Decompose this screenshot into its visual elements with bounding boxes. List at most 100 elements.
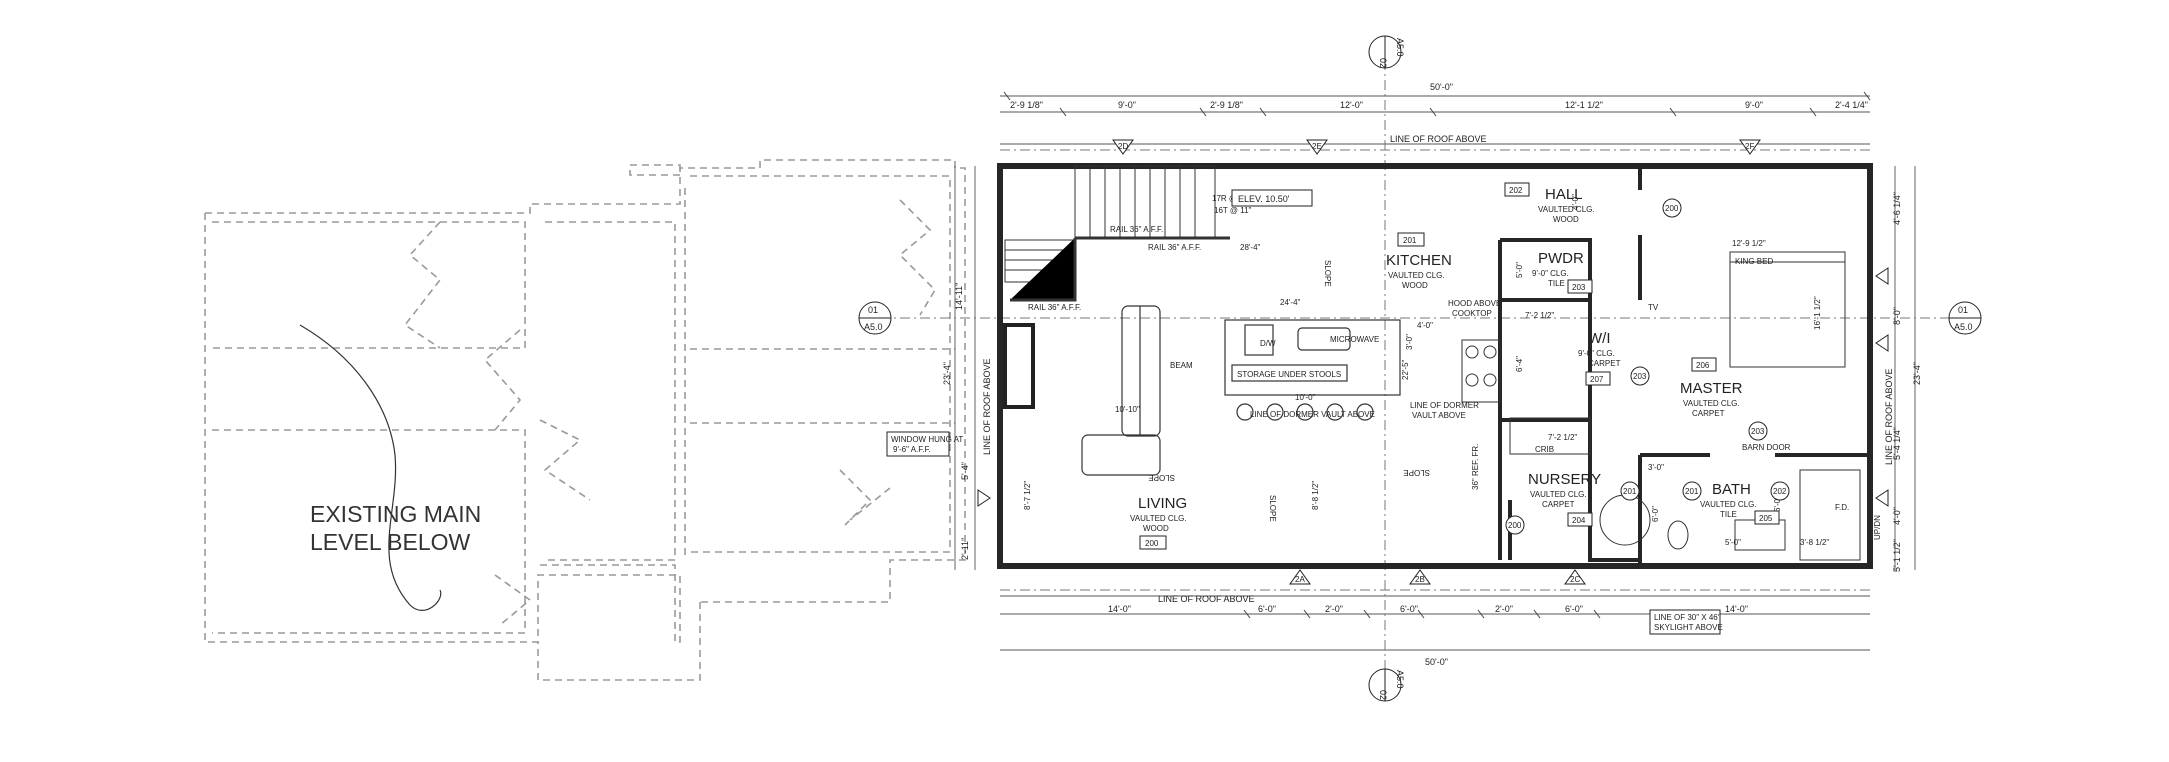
elevation-box — [1231, 189, 1313, 207]
window-note: WINDOW HUNG AT — [891, 435, 963, 444]
section-marker-bottom-num: 02 — [1378, 690, 1388, 700]
dim-4-0b: 4'-0" — [1571, 194, 1580, 210]
dim-top-3: 2'-9 1/8" — [1210, 100, 1243, 110]
room-nursery: NURSERY VAULTED CLG. CARPET 204 — [1528, 471, 1601, 527]
room-hall-floor: WOOD — [1553, 215, 1579, 224]
door-tag-201: 201 — [1623, 487, 1637, 496]
skylight-note-2: SKYLIGHT ABOVE — [1654, 623, 1723, 632]
room-master-name: MASTER — [1680, 380, 1743, 397]
room-hall-name: HALL — [1545, 186, 1583, 203]
section-marker-left-sheet: A5.0 — [864, 322, 883, 332]
dormer-line-2: LINE OF DORMER — [1410, 401, 1479, 410]
room-pwdr: PWDR 9'-0" CLG. TILE 203 — [1532, 250, 1593, 294]
tv-label: TV — [1648, 303, 1659, 312]
skylight-note: LINE OF 30" X 46" — [1654, 613, 1721, 622]
room-pwdr-ceiling: 9'-0" CLG. — [1532, 269, 1569, 278]
rail-note-1: RAIL 36" A.F.F. — [1110, 225, 1163, 234]
updn-label: UP/DN — [1873, 515, 1882, 540]
room-wi-name: W/I — [1588, 330, 1611, 347]
rail-note-2: RAIL 36" A.F.F. — [1148, 243, 1201, 252]
existing-note-leader — [299, 324, 442, 611]
floor-drain-label: F.D. — [1835, 503, 1849, 512]
slope-label-3: SLOPE — [1268, 495, 1277, 522]
room-bath: BATH VAULTED CLG. TILE 205 — [1700, 481, 1780, 525]
dim-left-3: 5'-4" — [960, 462, 970, 480]
detail-2a: 2A — [1295, 575, 1305, 584]
roof-line-right: LINE OF ROOF ABOVE — [1884, 368, 1894, 465]
dim-top-7: 2'-4 1/4" — [1835, 100, 1868, 110]
fireplace — [1003, 323, 1035, 409]
existing-label-line2: LEVEL BELOW — [310, 529, 471, 555]
dim-top-total: 50'-0" — [1430, 82, 1453, 92]
dim-8-8: 8'-8 1/2" — [1311, 481, 1320, 510]
dimension-lines — [954, 95, 1916, 651]
room-master-floor: CARPET — [1692, 409, 1725, 418]
room-kitchen-ceiling: VAULTED CLG. — [1388, 271, 1445, 280]
crib-label: CRIB — [1535, 445, 1554, 454]
room-master: 206 MASTER VAULTED CLG. CARPET — [1680, 357, 1743, 418]
dishwasher-label: D/W — [1260, 339, 1276, 348]
dim-bottom-1: 14'-0" — [1108, 604, 1131, 614]
section-marker-left: 01 A5.0 — [858, 301, 892, 335]
dim-left-2: 23'-4" — [942, 362, 952, 385]
section-marker-top-num: 02 — [1378, 58, 1388, 68]
dim-left-4: 2'-11" — [960, 538, 970, 560]
room-nursery-floor: CARPET — [1542, 500, 1575, 509]
dim-24-4: 24'-4" — [1280, 298, 1301, 307]
door-tag-200: 200 — [1665, 204, 1679, 213]
room-nursery-tag: 204 — [1572, 516, 1586, 525]
dim-right-3: 23'-4" — [1912, 362, 1922, 385]
window-note-2: 9'-6" A.F.F. — [893, 445, 931, 454]
room-bath-floor: TILE — [1720, 510, 1737, 519]
sofa — [1081, 305, 1161, 476]
detail-2b: 2B — [1415, 575, 1425, 584]
door-tag-200b: 200 — [1508, 521, 1522, 530]
stairs-note-2: 16T @ 11" — [1214, 206, 1252, 215]
room-kitchen-tag: 201 — [1403, 236, 1417, 245]
dim-6-0: 6'-0" — [1651, 506, 1660, 522]
dim-7-2: 7'-2 1/2" — [1525, 311, 1554, 320]
room-pwdr-floor: TILE — [1548, 279, 1565, 288]
room-wi: W/I 9'-0" CLG. CARPET 207 — [1578, 330, 1621, 386]
room-kitchen-name: KITCHEN — [1386, 252, 1452, 269]
section-marker-right-num: 01 — [1958, 305, 1968, 315]
room-living-name: LIVING — [1138, 495, 1187, 512]
dim-right-6: 5'-1 1/2" — [1892, 539, 1902, 572]
room-wi-tag: 207 — [1590, 375, 1604, 384]
window-note-box — [886, 431, 950, 457]
bed-label: KING BED — [1735, 257, 1773, 266]
dim-right-4: 5'-4 1/4" — [1892, 427, 1902, 460]
dim-right-2: 8'-0" — [1892, 307, 1902, 325]
section-marker-right: 01 A5.0 — [1948, 301, 1982, 335]
door-tags — [1505, 198, 1790, 535]
hood-label-2: COOKTOP — [1452, 309, 1492, 318]
door-tag-203: 203 — [1633, 372, 1647, 381]
exterior-walls — [997, 163, 1873, 569]
dim-8-7: 8'-7 1/2" — [1023, 481, 1032, 510]
room-living-floor: WOOD — [1143, 524, 1169, 533]
section-marker-top: 02 A5.0 — [1368, 35, 1405, 69]
dim-bottom-3: 2'-0" — [1325, 604, 1343, 614]
room-bath-name: BATH — [1712, 481, 1751, 498]
room-kitchen-floor: WOOD — [1402, 281, 1428, 290]
microwave-label: MICROWAVE — [1330, 335, 1379, 344]
dim-5-0b: 5'-0" — [1515, 262, 1524, 278]
door-tag-202: 202 — [1773, 487, 1787, 496]
room-bath-ceiling: VAULTED CLG. — [1700, 500, 1757, 509]
existing-label-line1: EXISTING MAIN — [310, 501, 481, 527]
section-marker-bottom: 02 A5.0 — [1368, 668, 1405, 702]
dim-top-6: 9'-0" — [1745, 100, 1763, 110]
room-hall-tag: 202 — [1509, 186, 1523, 195]
stairs — [1004, 165, 1230, 302]
room-master-ceiling: VAULTED CLG. — [1683, 399, 1740, 408]
room-pwdr-tag: 203 — [1572, 283, 1586, 292]
detail-2e: 2E — [1312, 142, 1322, 151]
skylight-note-box — [1649, 609, 1721, 635]
dim-bottom-7: 14'-0" — [1725, 604, 1748, 614]
roof-line-bottom: LINE OF ROOF ABOVE — [1158, 594, 1255, 604]
dormer-line-2b: VAULT ABOVE — [1412, 411, 1466, 420]
detail-2f: 2F — [1745, 142, 1754, 151]
dim-28-4: 28'-4" — [1240, 243, 1261, 252]
room-hall-ceiling: VAULTED CLG. — [1538, 205, 1595, 214]
